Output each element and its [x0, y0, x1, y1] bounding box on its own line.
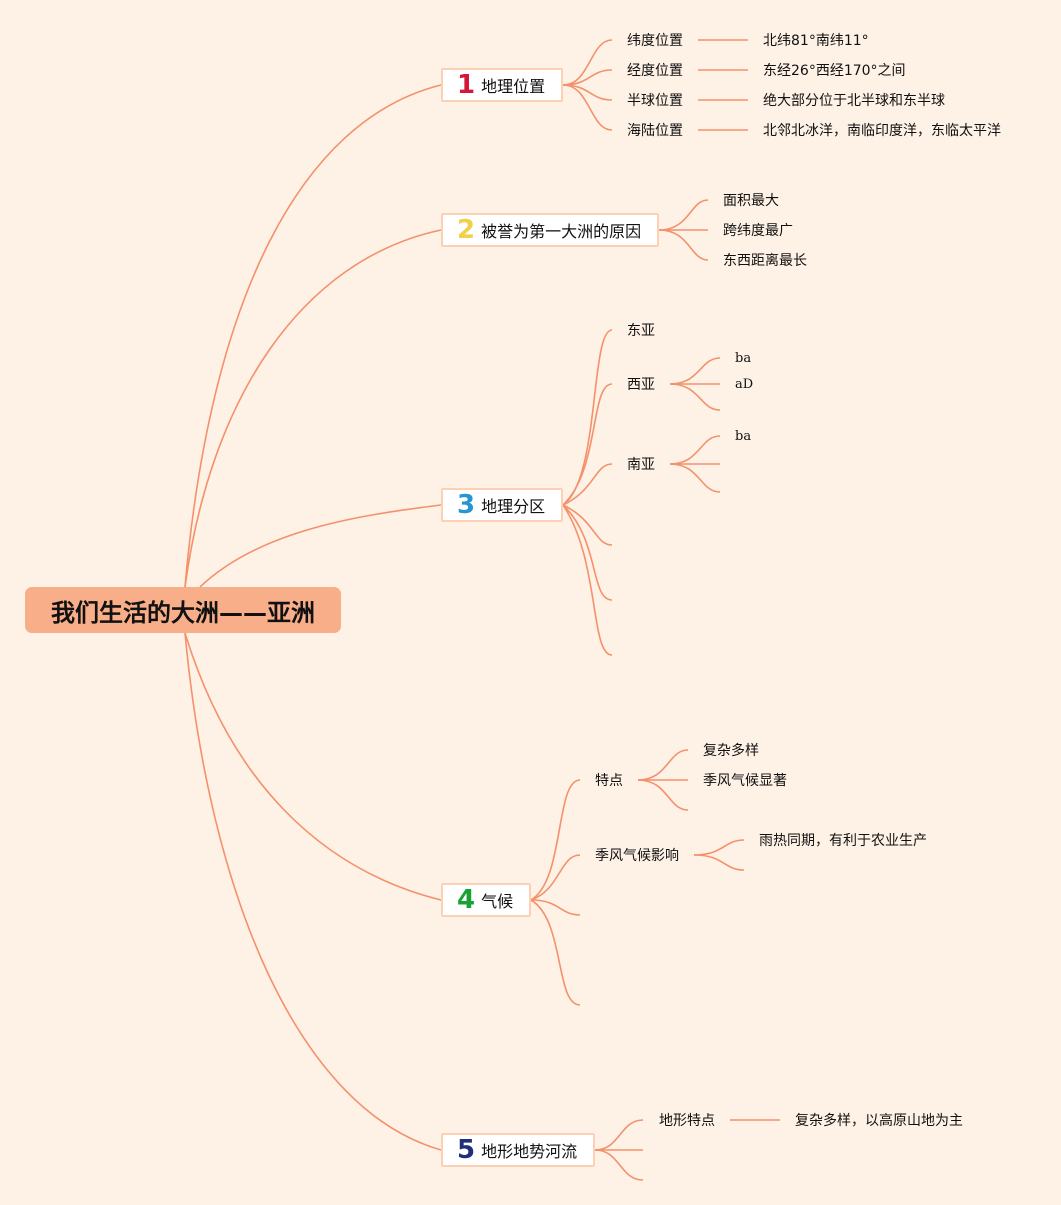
branch-label-5: 地形地势河流 — [481, 1142, 578, 1161]
reason-latitude-span[interactable]: 跨纬度最广 — [723, 223, 793, 239]
branch-label-1: 地理位置 — [481, 77, 546, 96]
edge-b4-e4 — [530, 899, 581, 1006]
branch-number-4: 4 — [457, 885, 476, 915]
branch-number-3: 3 — [457, 490, 476, 520]
topic-hemisphere[interactable]: 半球位置 — [627, 93, 683, 109]
feature-diverse[interactable]: 复杂多样 — [703, 743, 759, 759]
edge-monsoon-s1 — [693, 839, 745, 856]
edge-b5-terrain — [594, 1119, 644, 1151]
branch-label-2: 被誉为第一大洲的原因 — [481, 222, 642, 241]
edge-b1-c2 — [562, 69, 613, 86]
branch-number-2: 2 — [457, 215, 476, 245]
edge-root-b1 — [184, 84, 442, 588]
branch-number-1: 1 — [457, 70, 476, 100]
edge-b4-monsoon — [530, 854, 581, 901]
edge-b4-feat — [530, 779, 581, 901]
edge-root-b4 — [184, 632, 442, 901]
branch-node-3[interactable]: 3 地理分区 — [441, 488, 563, 522]
south-asia-sub-1[interactable]: ba — [735, 429, 752, 444]
branch-node-2[interactable]: 2 被誉为第一大洲的原因 — [441, 213, 659, 247]
region-east-asia[interactable]: 东亚 — [627, 323, 655, 339]
terrain-features[interactable]: 地形特点 — [659, 1113, 715, 1129]
root-title: 我们生活的大洲——亚洲 — [51, 598, 315, 627]
reason-area[interactable]: 面积最大 — [723, 193, 779, 209]
edge-root-b2 — [184, 229, 442, 588]
root-node[interactable]: 我们生活的大洲——亚洲 — [25, 587, 341, 633]
edge-b4-e3 — [530, 899, 581, 916]
topic-longitude[interactable]: 经度位置 — [627, 63, 683, 79]
edge-b3-e4 — [562, 504, 613, 546]
edge-root-b5 — [184, 632, 442, 1151]
branch-node-4[interactable]: 4 气候 — [441, 883, 531, 917]
edge-b1-c1 — [562, 39, 613, 86]
edge-b3-e5 — [562, 504, 613, 601]
branch-number-5: 5 — [457, 1135, 476, 1165]
edge-west-s3 — [669, 383, 721, 411]
region-west-asia[interactable]: 西亚 — [627, 377, 655, 393]
detail-hemisphere[interactable]: 绝大部分位于北半球和东半球 — [763, 93, 945, 109]
branch-label-3: 地理分区 — [481, 497, 546, 516]
region-south-asia[interactable]: 南亚 — [627, 457, 655, 473]
climate-monsoon-impact[interactable]: 季风气候影响 — [595, 848, 679, 864]
detail-sea-land[interactable]: 北邻北冰洋，南临印度洋，东临太平洋 — [763, 123, 1001, 139]
branch-node-1[interactable]: 1 地理位置 — [441, 68, 563, 102]
feature-monsoon[interactable]: 季风气候显著 — [703, 773, 787, 789]
edge-b3-south — [562, 463, 613, 506]
edge-b2-c1 — [658, 199, 709, 231]
edge-feat-s1 — [637, 749, 689, 781]
edge-b1-c4 — [562, 84, 613, 131]
edge-root-b3 — [199, 504, 442, 588]
detail-longitude[interactable]: 东经26°西经170°之间 — [763, 63, 906, 79]
edge-south-s1 — [669, 435, 721, 465]
terrain-detail[interactable]: 复杂多样，以高原山地为主 — [795, 1113, 963, 1129]
branch-label-4: 气候 — [481, 892, 514, 911]
branch-node-5[interactable]: 5 地形地势河流 — [441, 1133, 595, 1167]
west-asia-sub-2[interactable]: aD — [735, 377, 754, 392]
edge-b3-west — [562, 383, 613, 506]
topic-latitude[interactable]: 纬度位置 — [627, 33, 683, 49]
reason-east-west[interactable]: 东西距离最长 — [723, 253, 807, 269]
topic-sea-land[interactable]: 海陆位置 — [627, 123, 683, 139]
edge-b5-e3 — [594, 1149, 644, 1181]
edge-b1-c3 — [562, 84, 613, 101]
detail-latitude[interactable]: 北纬81°南纬11° — [763, 33, 869, 49]
edge-b3-e6 — [562, 504, 613, 656]
edge-south-s3 — [669, 463, 721, 493]
edge-west-s1 — [669, 357, 721, 385]
edge-b2-c3 — [658, 229, 709, 261]
edge-b3-east — [562, 329, 613, 506]
edge-monsoon-s2 — [693, 854, 745, 871]
monsoon-rain-heat[interactable]: 雨热同期，有利于农业生产 — [759, 833, 927, 849]
edge-feat-s3 — [637, 779, 689, 811]
climate-features[interactable]: 特点 — [595, 773, 623, 789]
west-asia-sub-1[interactable]: ba — [735, 351, 752, 366]
